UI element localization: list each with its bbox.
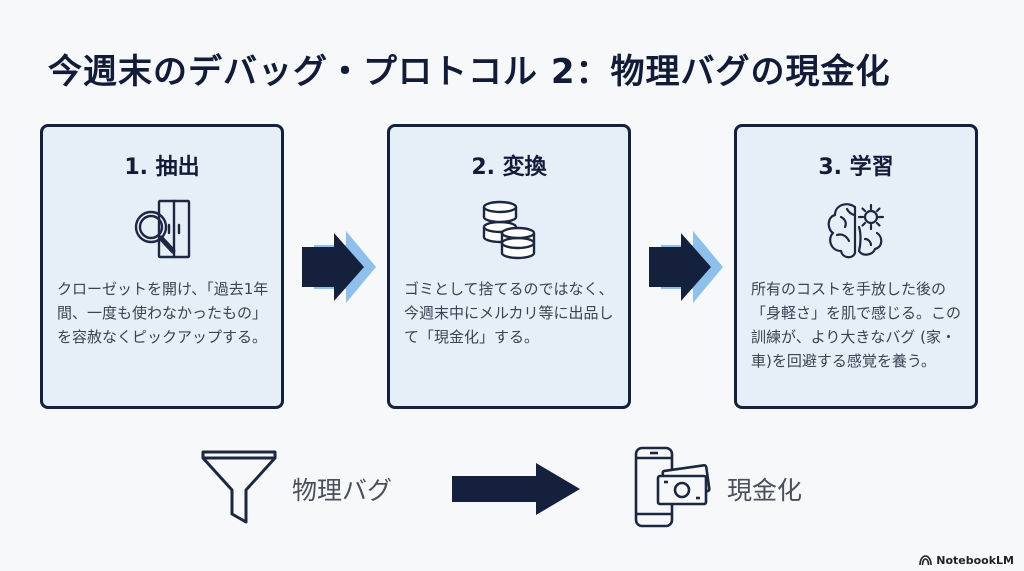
step-card-convert: 2. 変換 ゴミとして捨てるのではなく、今週末中にメルカリ等に出品して「現金化」…: [387, 124, 631, 409]
brain-gear-icon: [827, 203, 885, 259]
step-description: ゴミとして捨てるのではなく、今週末中にメルカリ等に出品して「現金化」する。: [404, 280, 614, 346]
step-description: 所有のコストを手放した後の「身軽さ」を肌で感じる。この訓練が、より大きなバグ (…: [751, 280, 962, 370]
brand-name: NotebookLM: [936, 554, 1014, 567]
flow-from-label: 物理バグ: [292, 476, 393, 505]
flow-arrow-icon: [452, 463, 580, 515]
step-description: クローゼットを開け、「過去1年間、一度も使わなかったもの」を容赦なくピックアップ…: [57, 280, 269, 346]
right-arrow-icon: [649, 231, 723, 303]
funnel-icon: [201, 450, 277, 524]
coins-icon: [482, 200, 536, 260]
page-title: 今週末のデバッグ・プロトコル 2：物理バグの現金化: [48, 52, 891, 92]
phone-cash-icon: [634, 446, 711, 528]
step-card-learn: 3. 学習 所有のコストを手放した後の「身軽さ」を肌で感じる。この訓練が、より大…: [734, 124, 978, 409]
step-card-extract: 1. 抽出 クローゼットを開け、「過去1年間、一度も使わなかったもの」を容赦なく…: [40, 124, 284, 409]
notebooklm-logo-icon: [919, 555, 933, 566]
brand-watermark: NotebookLM: [919, 554, 1014, 567]
step-title: 2. 変換: [471, 155, 547, 180]
closet-magnifier-icon: [134, 199, 191, 259]
flow-to-label: 現金化: [727, 476, 803, 505]
right-arrow-icon: [302, 231, 376, 303]
step-title: 3. 学習: [818, 155, 894, 180]
step-title: 1. 抽出: [124, 155, 200, 180]
